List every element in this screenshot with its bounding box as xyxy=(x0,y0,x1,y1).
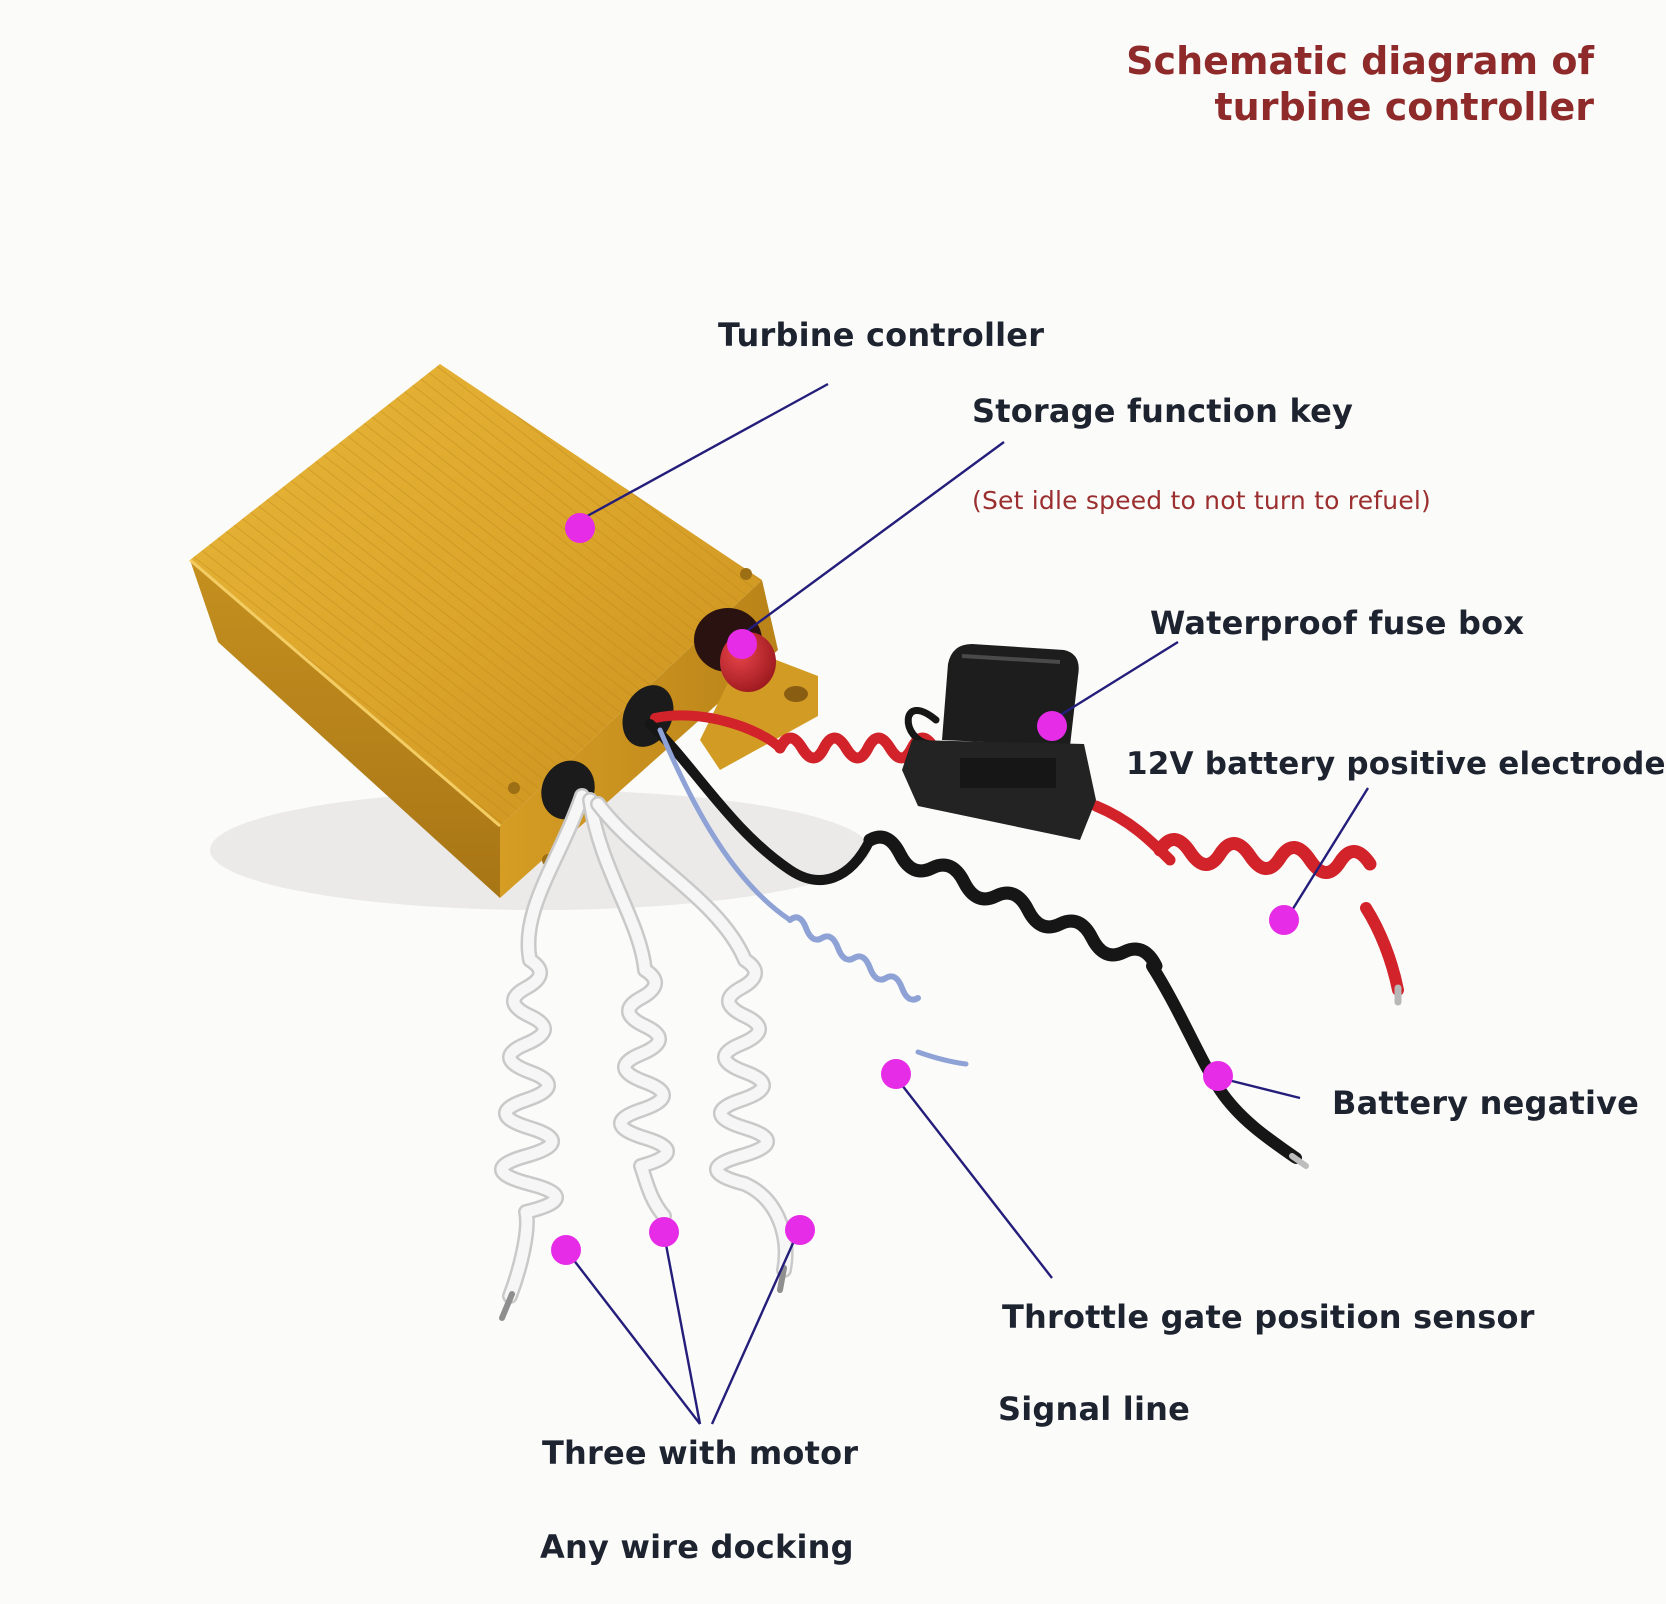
label-battery-positive: 12V battery positive electrode xyxy=(1126,746,1666,782)
diagram-title: Schematic diagram of turbine controller xyxy=(1126,38,1594,130)
leader-throttle-sensor xyxy=(897,1079,1053,1279)
magenta-dot-marker xyxy=(649,1217,679,1247)
magenta-dot-marker xyxy=(1269,905,1299,935)
red-wire-tail xyxy=(1360,902,1404,996)
leader-battery-positive xyxy=(1284,787,1370,921)
leader-battery-negative xyxy=(1219,1076,1301,1100)
fuse-box xyxy=(902,644,1096,840)
leader-fuse-box xyxy=(1045,640,1179,726)
label-storage-note: (Set idle speed to not turn to refuel) xyxy=(972,486,1432,515)
magenta-dot-marker xyxy=(551,1235,581,1265)
box-top-ribs xyxy=(190,364,762,826)
black-wire-lead xyxy=(645,719,875,885)
box-edge-highlight xyxy=(189,558,501,828)
label-battery-negative: Battery negative xyxy=(1332,1084,1640,1122)
flange-hole xyxy=(784,686,808,702)
fuse-box-ridges xyxy=(960,758,1056,788)
controller-illustration xyxy=(189,364,1404,1425)
fuse-box-highlight xyxy=(961,654,1061,664)
magenta-dot-marker xyxy=(727,629,757,659)
blue-wire-coil xyxy=(787,914,921,1003)
box-side-face xyxy=(190,560,500,898)
title-line-2: turbine controller xyxy=(1214,85,1595,129)
title-line-1: Schematic diagram of xyxy=(1126,39,1594,83)
leader-lines xyxy=(565,382,1370,1425)
label-turbine-controller: Turbine controller xyxy=(718,316,1045,354)
black-wire-tail xyxy=(1146,960,1302,1164)
magenta-dot-marker xyxy=(785,1215,815,1245)
label-throttle-sensor: Throttle gate position sensor xyxy=(1002,1298,1535,1336)
red-wire-lead xyxy=(650,710,785,753)
leader-motor-3 xyxy=(710,1231,800,1425)
blue-wire-tail xyxy=(915,1049,969,1067)
label-any-wire: Any wire docking xyxy=(540,1528,854,1566)
red-wire-coil-2 xyxy=(1153,833,1377,879)
leader-motor-2 xyxy=(662,1233,702,1425)
label-three-motor: Three with motor xyxy=(542,1434,859,1472)
diagram-stage: Schematic diagram of turbine controller … xyxy=(189,38,1666,1566)
label-storage-key: Storage function key xyxy=(972,392,1354,430)
magenta-dot-marker xyxy=(1203,1061,1233,1091)
leader-motor-1 xyxy=(565,1249,701,1425)
controller-box xyxy=(189,364,818,898)
leader-storage-key xyxy=(739,441,1005,637)
magenta-dot-marker xyxy=(565,513,595,543)
label-fuse-box: Waterproof fuse box xyxy=(1150,604,1525,642)
box-mount-flange xyxy=(700,648,818,770)
screw-bottom xyxy=(508,782,520,794)
screw-top xyxy=(740,568,752,580)
label-signal-line: Signal line xyxy=(998,1390,1191,1428)
leader-turbine-controller xyxy=(579,382,829,522)
magenta-dot-marker xyxy=(881,1059,911,1089)
blue-wire-lead xyxy=(657,727,793,923)
white-wire-1-tip xyxy=(499,1291,515,1321)
black-wire-tip xyxy=(1289,1153,1309,1169)
fuse-box-body xyxy=(902,740,1096,840)
markers xyxy=(551,513,1299,1265)
white-wire-1-body xyxy=(496,790,588,1302)
white-wire-3-body xyxy=(592,798,792,1276)
white-wire-3-tip xyxy=(777,1265,787,1293)
white-wire-2-body xyxy=(584,794,673,1222)
black-wire-coil xyxy=(863,830,1163,973)
magenta-dot-marker xyxy=(1037,711,1067,741)
